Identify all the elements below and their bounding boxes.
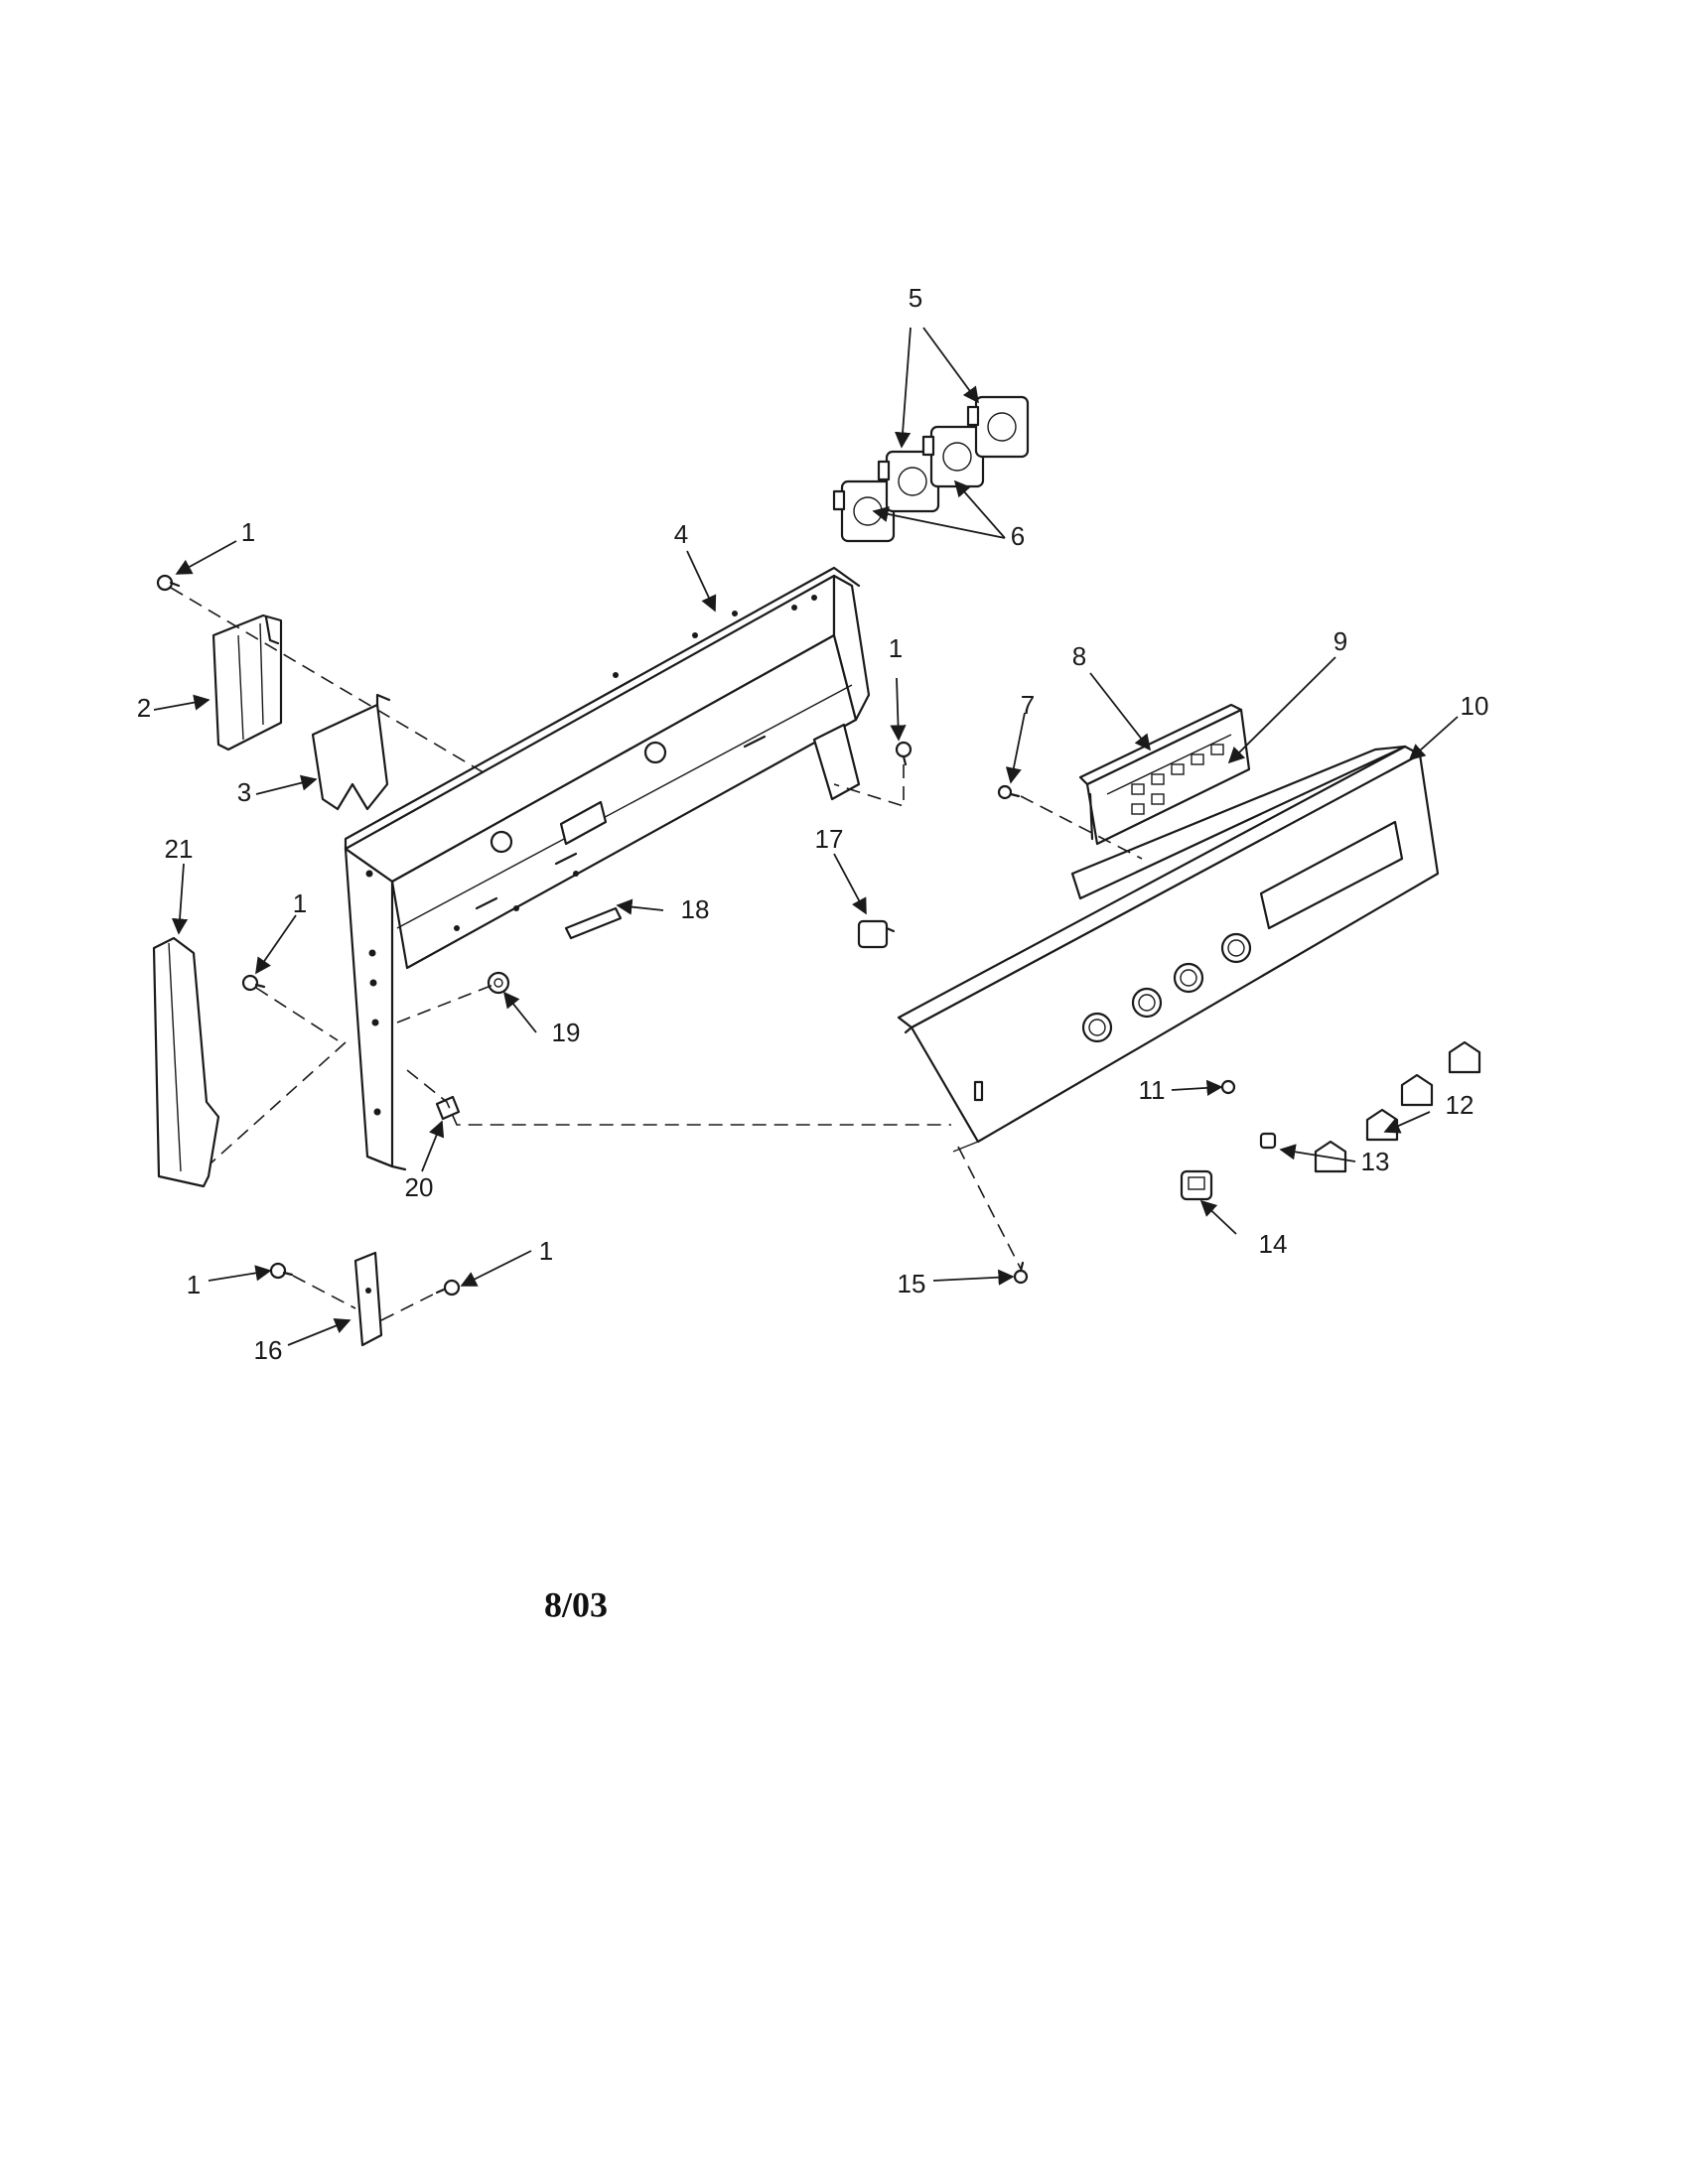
screw-part-1-bottom-left xyxy=(269,1262,294,1280)
callout-14: 14 xyxy=(1259,1229,1288,1259)
screw-part-1-bottom-right xyxy=(435,1279,461,1297)
assembly-lines xyxy=(170,587,1143,1321)
screw-part-7 xyxy=(997,784,1021,800)
bracket-part-3 xyxy=(311,693,391,811)
switch-part-17 xyxy=(857,919,896,949)
callout-10: 10 xyxy=(1461,691,1489,721)
switch-4 xyxy=(966,395,1030,459)
callout-2: 2 xyxy=(137,693,151,723)
callout-19: 19 xyxy=(552,1018,581,1047)
switch-3 xyxy=(921,425,985,488)
callout-13: 13 xyxy=(1361,1147,1390,1176)
nut-part-19 xyxy=(487,971,510,995)
callout-1-right: 1 xyxy=(889,633,903,663)
callout-1-top: 1 xyxy=(241,517,255,547)
callout-5: 5 xyxy=(909,283,922,313)
screw-part-1-right xyxy=(895,741,912,766)
screw-part-15 xyxy=(1013,1261,1029,1285)
callout-15: 15 xyxy=(898,1269,926,1298)
grommet-part-13 xyxy=(1259,1132,1277,1150)
knobs-part-12 xyxy=(1314,1040,1481,1173)
screw-part-1-left xyxy=(241,974,266,992)
clip-part-20 xyxy=(435,1095,461,1121)
callout-1-bottom-left: 1 xyxy=(187,1270,201,1299)
callout-18: 18 xyxy=(681,894,710,924)
terminal-block-part-18 xyxy=(564,906,623,940)
date-code: 8/03 xyxy=(544,1584,608,1624)
callout-4: 4 xyxy=(674,519,688,549)
side-bracket-part-2 xyxy=(211,614,283,751)
callout-21: 21 xyxy=(165,834,194,864)
side-trim-part-21 xyxy=(152,936,220,1188)
switch-part-14 xyxy=(1180,1169,1213,1201)
switch-1 xyxy=(832,479,896,543)
callout-7: 7 xyxy=(1021,690,1035,720)
callout-8: 8 xyxy=(1072,641,1086,671)
callout-6: 6 xyxy=(1011,521,1025,551)
callout-16: 16 xyxy=(254,1335,283,1365)
bracket-part-16 xyxy=(353,1251,383,1347)
callout-9: 9 xyxy=(1333,626,1347,656)
leader-lines xyxy=(153,327,1459,1346)
control-board-part-8-9 xyxy=(1078,703,1251,846)
callout-3: 3 xyxy=(237,777,251,807)
screw-part-11 xyxy=(1220,1079,1236,1095)
screw-part-1-top xyxy=(156,574,181,592)
callout-17: 17 xyxy=(815,824,844,854)
callout-1-bottom-right: 1 xyxy=(539,1236,553,1266)
control-panel-part-10 xyxy=(897,745,1440,1153)
callout-1-left: 1 xyxy=(293,888,307,918)
infinite-switches-part-5-6 xyxy=(832,395,1030,543)
callout-11: 11 xyxy=(1139,1075,1166,1105)
callout-20: 20 xyxy=(405,1172,434,1202)
callout-12: 12 xyxy=(1446,1090,1474,1120)
backguard-frame xyxy=(344,566,871,1171)
switch-2 xyxy=(877,450,940,513)
callout-labels: 1 2 3 4 5 6 1 7 8 9 10 21 1 17 18 19 20 … xyxy=(137,283,1489,1365)
